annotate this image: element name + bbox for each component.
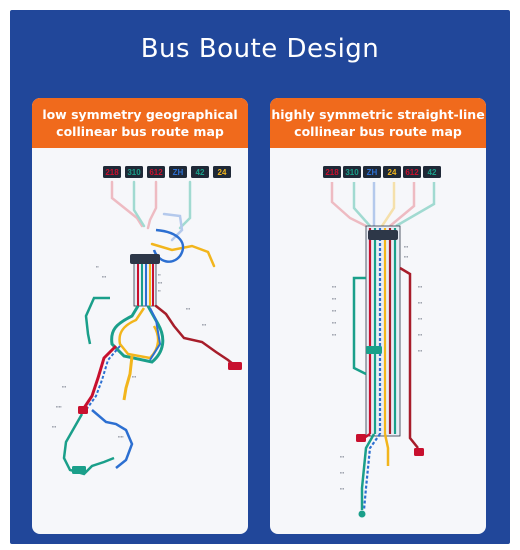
teal-west-branch (84, 296, 110, 345)
straight-line-route-map: 218 310 ZH 24 612 42 (323, 166, 441, 518)
lower-teal-terminal (358, 510, 366, 518)
svg-text:▪▪: ▪▪ (158, 272, 161, 277)
svg-text:▪▪▪: ▪▪▪ (418, 316, 423, 321)
poster-frame: Bus Boute Design low symmetry geographic… (10, 10, 510, 544)
low-symmetry-map-card: low symmetry geographical collinear bus … (32, 98, 248, 534)
svg-text:▪▪▪: ▪▪▪ (404, 254, 409, 259)
svg-text:▪▪▪: ▪▪▪ (132, 374, 137, 379)
route-badge (169, 166, 187, 178)
central-loop (110, 305, 165, 364)
route-badge (363, 166, 381, 178)
svg-text:▪▪▪: ▪▪▪ (340, 486, 345, 491)
blue-south-route (85, 345, 121, 411)
svg-text:▪▪▪▪: ▪▪▪▪ (118, 434, 124, 439)
route-badge-label: 24 (218, 168, 227, 177)
shared-trunk (365, 225, 401, 437)
svg-text:▪▪▪: ▪▪▪ (186, 306, 191, 311)
route-badge-label: 310 (345, 168, 359, 177)
station-labels: ▪▪▪▪▪▪▪ ▪▪▪▪▪▪ ▪▪▪▪▪▪▪▪▪▪ ▪▪▪▪▪▪▪ ▪▪▪▪▪ (52, 264, 207, 439)
svg-text:▪▪▪: ▪▪▪ (418, 284, 423, 289)
high-symmetry-map-card: highly symmetric straight-line collinear… (270, 98, 486, 534)
route-badges: 218 310 ZH 24 612 42 (323, 166, 441, 178)
route-badges: 218 310 612 ZH 42 24 (103, 166, 231, 178)
transfer-hub-label (366, 346, 382, 354)
right-heading-line2: collinear bus route map (294, 124, 462, 139)
upper-branches (330, 182, 436, 228)
route-badge (147, 166, 165, 178)
right-card-heading: highly symmetric straight-line collinear… (270, 98, 486, 148)
route-badge-label: 612 (405, 168, 419, 177)
svg-text:▪▪: ▪▪ (96, 264, 99, 269)
loop-overlay-2 (149, 307, 162, 361)
right-heading-line1: highly symmetric straight-line (271, 107, 485, 122)
lower-red-terminal (356, 434, 366, 442)
station-labels: ▪▪▪ ▪▪▪ ▪▪▪ ▪▪▪ ▪▪▪ ▪▪▪ ▪▪▪ ▪▪▪ ▪▪▪ ▪▪▪ ▪▪▪ ▪▪▪ ▪… (332, 244, 423, 491)
upper-branches (110, 180, 192, 242)
route-badge-label: 218 (105, 168, 119, 177)
teal-south-route (62, 413, 115, 476)
route-badge-label: 24 (388, 168, 397, 177)
svg-text:▪▪▪: ▪▪▪ (340, 470, 345, 475)
left-card-heading: low symmetry geographical collinear bus … (32, 98, 248, 148)
main-hub-label (368, 230, 398, 240)
shared-trunk (133, 255, 157, 307)
route-badge-label: 218 (325, 168, 339, 177)
svg-text:▪▪▪: ▪▪▪ (404, 244, 409, 249)
svg-text:▪▪▪: ▪▪▪ (418, 332, 423, 337)
route-badge (191, 166, 209, 178)
route-badge (423, 166, 441, 178)
blue-lower-branch (362, 433, 381, 511)
teal-lower-branch (360, 433, 376, 510)
route-badge (323, 166, 341, 178)
route-badge (103, 166, 121, 178)
route-badge (383, 166, 401, 178)
route-badge (125, 166, 143, 178)
right-red-terminal (414, 448, 424, 456)
route-badge-label: 310 (127, 168, 141, 177)
svg-text:▪▪▪▪: ▪▪▪▪ (56, 404, 62, 409)
left-heading-line1: low symmetry geographical (42, 107, 238, 122)
svg-text:▪▪▪: ▪▪▪ (332, 320, 337, 325)
svg-text:▪▪▪: ▪▪▪ (332, 296, 337, 301)
route-badge (213, 166, 231, 178)
svg-text:▪▪▪: ▪▪▪ (332, 332, 337, 337)
page-title: Bus Boute Design (140, 34, 380, 64)
svg-text:▪▪▪: ▪▪▪ (62, 384, 67, 389)
yellow-lower-branch (383, 433, 390, 466)
red-south-route (82, 344, 118, 409)
svg-text:▪▪▪: ▪▪▪ (158, 280, 163, 285)
route-badge-label: ZH (367, 168, 378, 177)
route-badge-label: 42 (196, 168, 205, 177)
svg-text:▪▪▪: ▪▪▪ (202, 322, 207, 327)
south-terminal-green (72, 466, 86, 474)
route-badge (403, 166, 421, 178)
svg-text:▪▪▪: ▪▪▪ (332, 284, 337, 289)
red-east-terminal (228, 362, 242, 370)
svg-text:▪▪▪: ▪▪▪ (332, 308, 337, 313)
route-badge-label: 612 (149, 168, 163, 177)
yellow-south-route (122, 355, 134, 401)
svg-text:▪▪▪: ▪▪▪ (102, 274, 107, 279)
blue-hook-route (91, 409, 134, 469)
main-hub-label (130, 254, 160, 264)
geographical-route-map: 218 310 612 ZH 42 24 (52, 166, 242, 476)
svg-text:▪▪▪: ▪▪▪ (418, 348, 423, 353)
yellow-branch (150, 242, 216, 268)
red-east-route (154, 304, 240, 370)
left-heading-line2: collinear bus route map (56, 124, 224, 139)
route-badge-label: ZH (173, 168, 184, 177)
svg-text:▪▪▪: ▪▪▪ (418, 300, 423, 305)
route-badge (343, 166, 361, 178)
svg-text:▪▪: ▪▪ (158, 288, 161, 293)
route-badge-label: 42 (428, 168, 437, 177)
svg-text:▪▪▪: ▪▪▪ (52, 424, 57, 429)
svg-text:▪▪▪: ▪▪▪ (340, 454, 345, 459)
left-teal-branch (352, 276, 367, 376)
south-terminal-red (78, 406, 88, 414)
right-red-branch (399, 266, 419, 449)
